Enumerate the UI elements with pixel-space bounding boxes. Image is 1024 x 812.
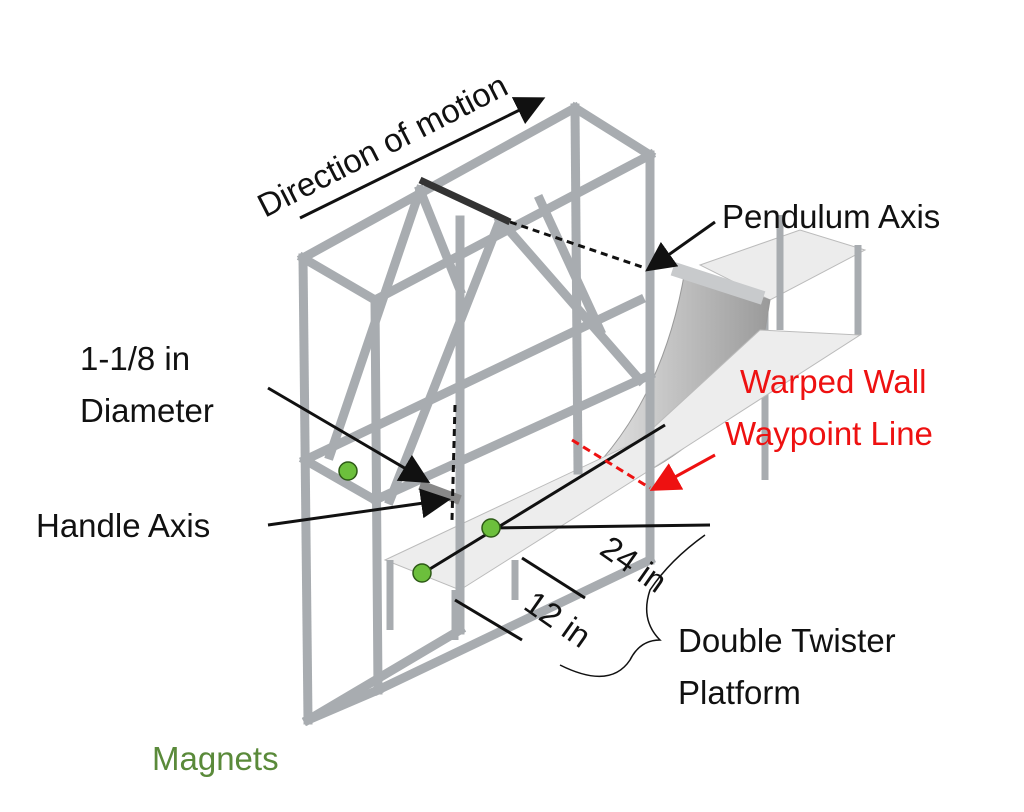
annotations: [267, 97, 716, 677]
magnet-line: [419, 423, 666, 577]
direction-arrow: [299, 97, 546, 220]
pendulum-shaft: [418, 176, 512, 226]
diameter-label-1: 1-1/8 in: [80, 340, 190, 377]
magnet-dot: [338, 461, 358, 481]
warped-wall-label-1: Warped Wall: [740, 363, 926, 400]
magnet-dot: [481, 518, 501, 538]
magnets: [338, 461, 501, 583]
magnet-dot: [412, 563, 432, 583]
platform-label-2: Platform: [678, 674, 801, 711]
frame: [296, 101, 657, 727]
pendulum-axis-arrow: [645, 220, 716, 272]
diameter-label-2: Diameter: [80, 392, 214, 429]
dim-24-label: 24 in: [594, 528, 674, 599]
platform-label-1: Double Twister: [678, 622, 896, 659]
handle-axis-label: Handle Axis: [36, 507, 210, 544]
magnets-label: Magnets: [152, 740, 279, 777]
warped-wall-label-2: Waypoint Line: [725, 415, 933, 452]
pendulum-axis-label: Pendulum Axis: [722, 198, 940, 235]
direction-label: Direction of motion: [251, 66, 513, 224]
